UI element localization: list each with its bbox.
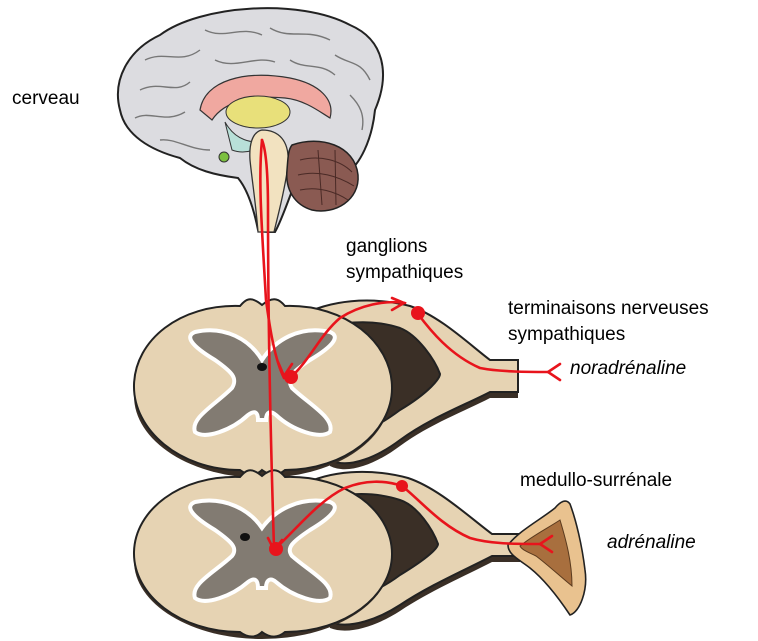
label-brain: cerveau — [12, 88, 80, 110]
label-ganglia-line1: ganglions — [346, 236, 427, 258]
synapse-terminal-noradrenaline — [548, 364, 560, 380]
spinal-cord-section-lower — [134, 470, 520, 639]
label-terminals-line2: sympathiques — [508, 324, 625, 346]
label-adrenal-medulla: medullo-surrénale — [520, 470, 672, 492]
label-terminals-line1: terminaisons nerveuses — [508, 298, 709, 320]
pituitary — [219, 152, 229, 162]
central-canal-upper — [257, 363, 267, 371]
label-adrenaline: adrénaline — [607, 532, 696, 554]
neuron-body-ganglion-upper — [411, 306, 425, 320]
brain-illustration — [118, 8, 383, 232]
neuron-body-cord-upper — [284, 370, 298, 384]
adrenal-gland — [508, 501, 586, 615]
central-canal-lower — [240, 533, 250, 541]
neuron-body-ganglion-lower — [396, 480, 408, 492]
label-ganglia-line2: sympathiques — [346, 262, 463, 284]
thalamus — [226, 96, 290, 128]
spinal-cord-section-upper — [134, 299, 518, 478]
label-noradrenaline: noradrénaline — [570, 358, 686, 380]
neuron-body-cord-lower — [269, 542, 283, 556]
